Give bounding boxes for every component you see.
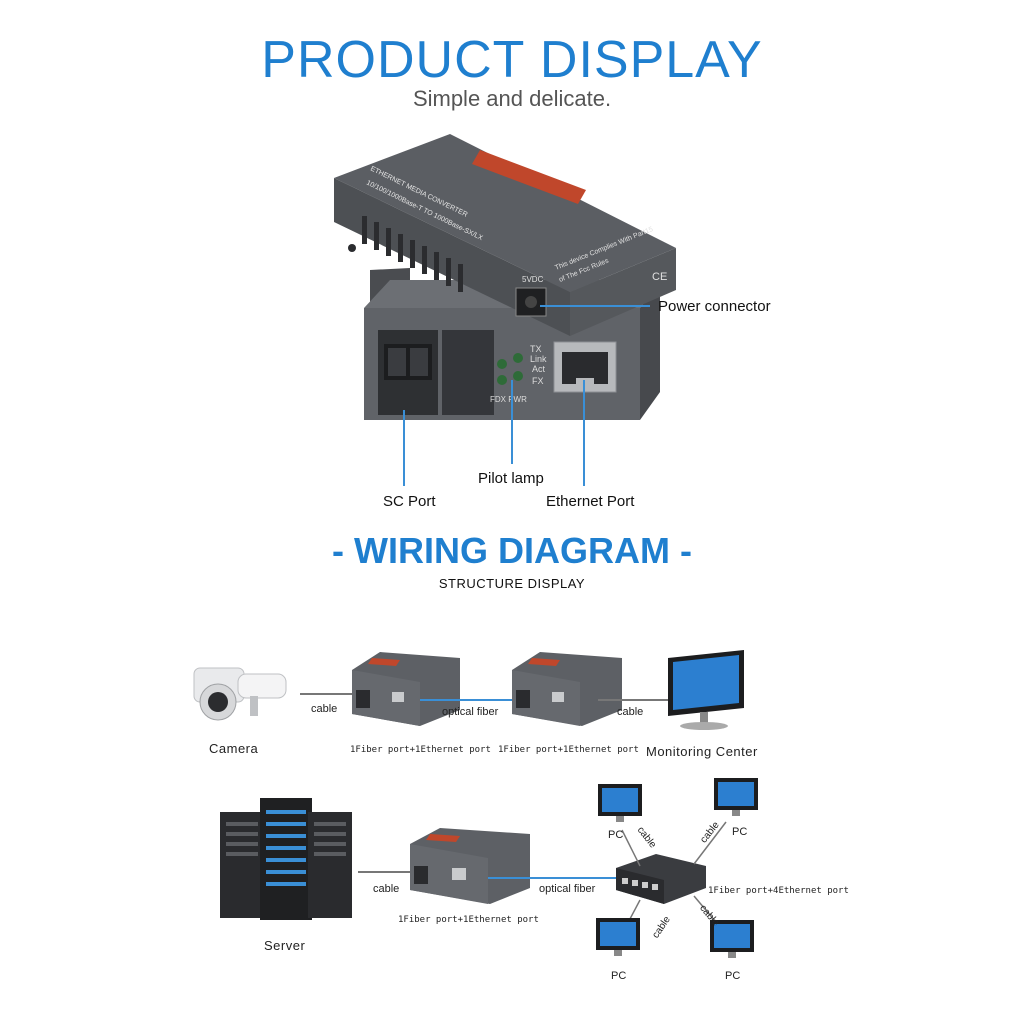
callout-lines [403,305,650,486]
d2-switch-label: 1Fiber port+4Ethernet port [708,886,849,896]
d1-cable-left-label: cable [311,703,338,715]
d2-conv-label: 1Fiber port+1Ethernet port [398,915,539,925]
upper-device: ETHERNET MEDIA CONVERTER 10/100/1000Base… [334,134,676,336]
power-connector-graphic [515,287,547,317]
monitor-icon [668,650,744,730]
d2-pc-label-top-right: PC [732,826,748,838]
callout-pilot-lamp: Pilot lamp [478,470,544,487]
led-label-fx: FX [532,376,544,386]
led-label-link: Link [530,354,547,364]
led-label-act: Act [532,364,546,374]
server-icon [220,798,352,920]
converter-icon [410,828,530,904]
d1-conv-left-label: 1Fiber port+1Ethernet port [350,745,491,755]
d1-fiber-label: optical fiber [442,706,499,718]
pc-icon-bottom-left [596,918,640,956]
media-converter-illustration: TX Link Act FX FDX PWR ETHERNET MEDIA CO… [334,134,676,420]
callout-ethernet-port: Ethernet Port [546,493,635,510]
pc-icon-top-right [714,778,758,816]
d1-cable-right-label: cable [617,706,644,718]
d1-camera-label: Camera [209,741,259,756]
d1-monitor-label: Monitoring Center [646,744,758,759]
led-label-fdx-pwr: FDX PWR [490,395,527,404]
d2-fiber-label: optical fiber [539,883,596,895]
pc-icon-top-left [598,784,642,822]
page-title: PRODUCT DISPLAY [261,31,763,89]
d2-pc-label-bottom-left: PC [611,970,627,982]
wiring-diagram-title: - WIRING DIAGRAM - [332,530,692,571]
sc-port-graphic [378,330,438,415]
wiring-diagram-subtitle: STRUCTURE DISPLAY [438,576,586,591]
d2-server-label: Server [264,938,306,953]
converter-left-icon [352,652,460,726]
switch-icon [616,854,706,904]
callout-power-connector: Power connector [658,298,771,315]
d1-conv-right-label: 1Fiber port+1Ethernet port [498,745,639,755]
vent-slots [362,216,463,292]
pc-cable-label-3: cable [650,914,673,940]
ce-mark: CE [652,271,667,283]
d2-pc-label-top-left: PC [608,829,624,841]
pilot-lamp-graphic [497,353,523,385]
pc-cable-label-1: cable [635,825,659,851]
wiring-diagram-2: cable cable cable cable [220,778,758,958]
wiring-diagram-1 [193,650,744,730]
voltage-label: 5VDC [522,275,544,284]
pc-icon-bottom-right [710,920,754,958]
converter-right-icon [512,652,622,726]
callout-sc-port: SC Port [383,493,436,510]
led-label-tx: TX [530,344,542,354]
page-subtitle: Simple and delicate. [412,86,612,111]
lower-device: TX Link Act FX FDX PWR [364,268,660,420]
camera-icon [193,667,287,721]
d2-pc-label-bottom-right: PC [725,970,741,982]
d2-cable-label: cable [373,883,400,895]
